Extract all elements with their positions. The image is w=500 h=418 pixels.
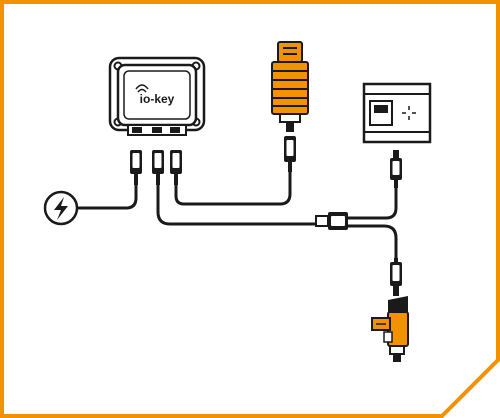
sensor-bottom-connector: [390, 258, 402, 296]
y-splitter-icon: [315, 212, 348, 230]
controller-connector: [390, 150, 402, 188]
orange-angled-sensor-icon: [371, 296, 409, 362]
sensor-top-plug: [170, 150, 182, 185]
controller-cable: [344, 184, 398, 220]
power-plug: [130, 150, 142, 185]
sensor-top-cable: [174, 170, 292, 206]
plc-controller-icon: [362, 82, 432, 144]
iokey-gateway-icon: io-key: [108, 56, 206, 136]
sensor-bottom-cable: [344, 224, 398, 264]
orange-cylindrical-sensor-icon: [271, 41, 309, 132]
splitter-plug: [152, 150, 164, 185]
power-cable: [76, 183, 138, 210]
cables: [76, 170, 398, 264]
splitter-trunk-cable: [156, 183, 320, 226]
iokey-logo-text: io-key: [140, 92, 175, 106]
device-plugs: [130, 150, 182, 185]
lightning-bolt-icon: [43, 190, 79, 226]
sensor-top-connector: [284, 136, 296, 172]
